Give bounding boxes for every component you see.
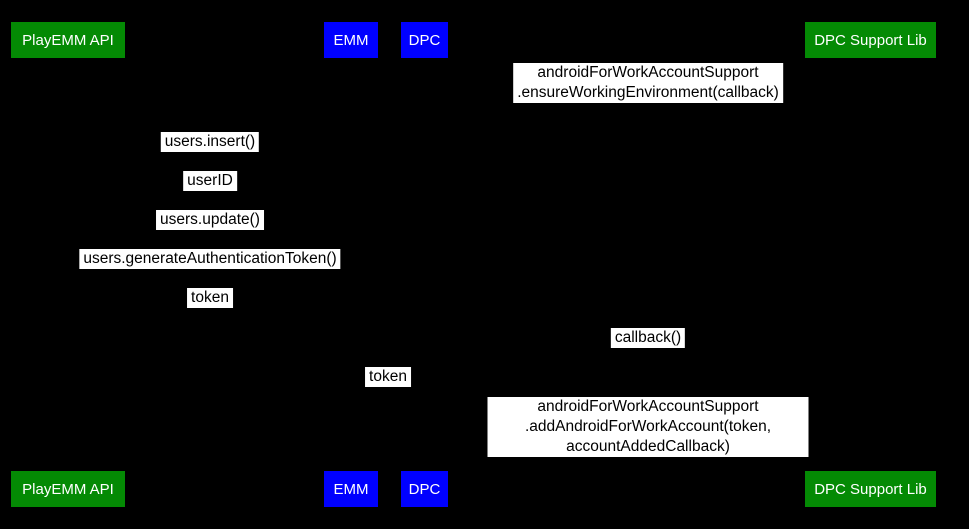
message-userid: userID xyxy=(183,171,237,191)
actor-playemm-api-bottom: PlayEMM API xyxy=(11,471,125,507)
actor-playemm-api-top: PlayEMM API xyxy=(11,22,125,58)
message-token-to-emm: token xyxy=(187,288,233,308)
message-ensure-working-environment: androidForWorkAccountSupport .ensureWork… xyxy=(513,63,783,103)
message-token-to-dpc: token xyxy=(365,367,411,387)
message-callback: callback() xyxy=(610,328,686,348)
message-users-insert: users.insert() xyxy=(160,132,260,152)
message-add-android-for-work-account: androidForWorkAccountSupport .addAndroid… xyxy=(487,397,809,457)
actor-dpc-support-lib-top: DPC Support Lib xyxy=(805,22,936,58)
message-users-update: users.update() xyxy=(156,210,264,230)
actor-dpc-support-lib-bottom: DPC Support Lib xyxy=(805,471,936,507)
actor-dpc-bottom: DPC xyxy=(401,471,448,507)
actor-dpc-top: DPC xyxy=(401,22,448,58)
actor-emm-top: EMM xyxy=(324,22,378,58)
actor-emm-bottom: EMM xyxy=(324,471,378,507)
message-generate-authentication-token: users.generateAuthenticationToken() xyxy=(79,249,341,269)
